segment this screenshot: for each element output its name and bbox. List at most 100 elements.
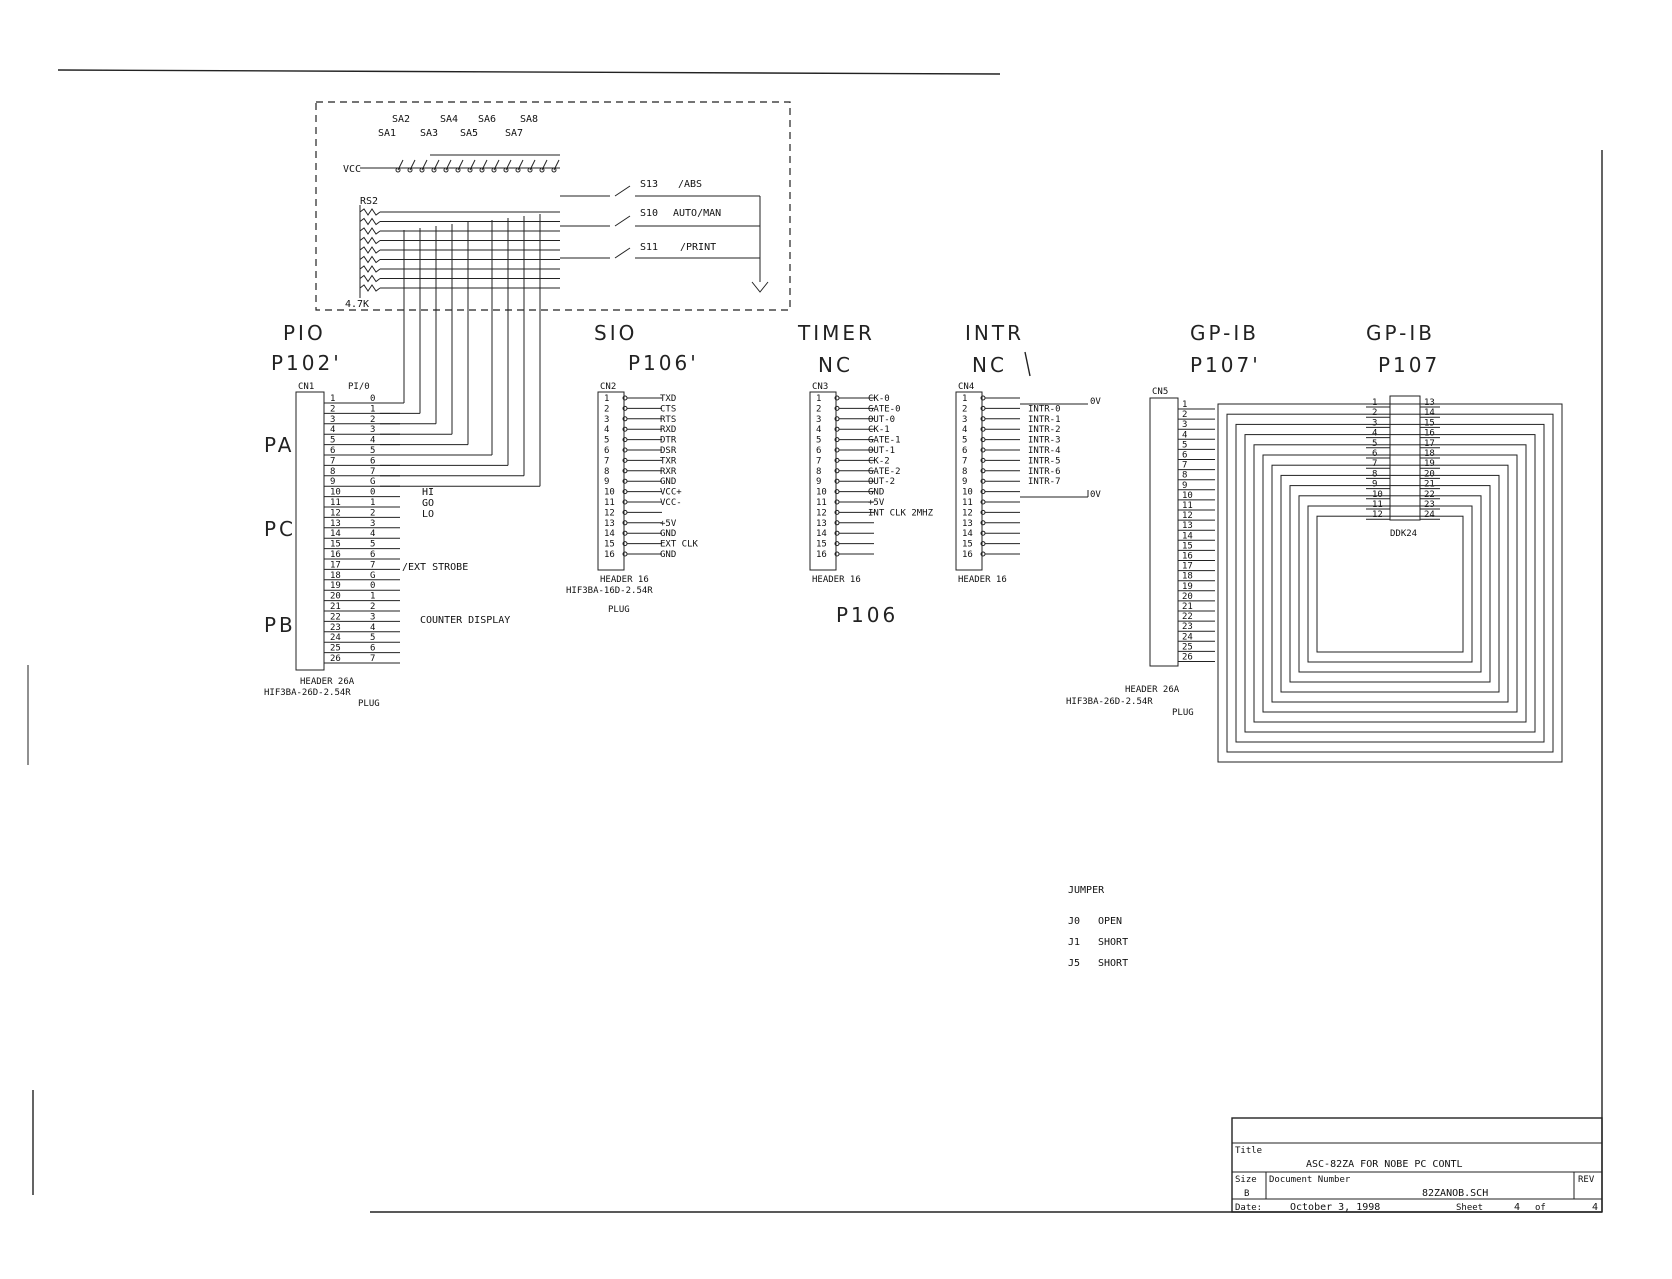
cn1-pin-bit: 4	[370, 529, 375, 539]
ddk-pin-number: 14	[1424, 408, 1435, 418]
sa-label: SA1	[378, 128, 396, 139]
ddk-pin-number: 21	[1424, 480, 1435, 490]
cn2-ref: CN2	[600, 382, 616, 392]
pio-heading: PIO	[283, 321, 326, 345]
resistor	[359, 255, 381, 264]
ov-label: 0V	[1090, 490, 1101, 500]
cn3-signal: GATE-0	[868, 404, 901, 414]
resistor	[359, 246, 381, 254]
cn5-pin-number: 10	[1182, 491, 1193, 501]
cn3-signal: OUT-0	[868, 415, 895, 425]
cn1-pin-number: 24	[330, 633, 341, 643]
cn1-footer: HEADER 26A	[300, 677, 355, 687]
ddk-pin-number: 20	[1424, 469, 1435, 479]
cn3-signal: INT CLK 2MHZ	[868, 508, 934, 518]
gpib-loop	[1271, 464, 1509, 703]
drawing-title: ASC-82ZA FOR NOBE PC CONTL	[1306, 1159, 1463, 1170]
gpib-loop	[1262, 454, 1518, 713]
cn1-pin-bit: 3	[370, 519, 375, 529]
cn2-signal: TXD	[660, 394, 676, 404]
cn5-body	[1149, 397, 1179, 667]
cn4-pin-number: 2	[962, 404, 967, 414]
docnum-value: 82ZANOB.SCH	[1422, 1188, 1488, 1199]
cn1-pin-bit: 1	[370, 404, 375, 414]
cn3-pin-number: 11	[816, 498, 827, 508]
sa-label: SA2	[392, 114, 410, 125]
cn1-pin-number: 5	[330, 436, 335, 446]
cn4-signal: INTR-3	[1028, 436, 1061, 446]
gpib-loop	[1217, 403, 1563, 763]
ddk-pin-number: 8	[1372, 469, 1377, 479]
cn3-pin-number: 12	[816, 508, 827, 518]
cn5-pin-number: 25	[1182, 642, 1193, 652]
gpib-loop	[1307, 505, 1473, 663]
cn1-pin-number: 15	[330, 540, 341, 550]
cn1-pin-number: 19	[330, 581, 341, 591]
cn5-pin-number: 24	[1182, 632, 1193, 642]
switch-lever	[614, 185, 631, 197]
group-pc: PC	[264, 517, 296, 541]
cn2-signal: DTR	[660, 436, 677, 446]
cn2-body	[597, 391, 625, 571]
cn1-pin-number: 13	[330, 519, 341, 529]
cn4-pin-number: 12	[962, 508, 973, 518]
cn3-signal: GATE-1	[868, 436, 901, 446]
ddk-pin-number: 23	[1424, 500, 1435, 510]
of-value: 4	[1592, 1202, 1598, 1213]
switch-lever	[614, 247, 631, 259]
date-label: Date:	[1235, 1203, 1262, 1213]
cn3-signal: OUT-2	[868, 477, 895, 487]
resistor	[359, 217, 381, 226]
switch-wiring	[359, 154, 769, 298]
intr-heading: INTR	[965, 321, 1024, 345]
ov-label: 0V	[1090, 397, 1101, 407]
cn2-pin-number: 10	[604, 488, 615, 498]
note-go: GO	[422, 498, 434, 509]
cn1-pin-number: 12	[330, 508, 341, 518]
cn2-signal: CTS	[660, 404, 676, 414]
ddk-pin-number: 13	[1424, 398, 1435, 408]
cn4-pin-number: 14	[962, 529, 973, 539]
cn1-pin-bit: 6	[370, 550, 375, 560]
cn5-pin-number: 2	[1182, 410, 1187, 420]
cn5-pin-number: 16	[1182, 552, 1193, 562]
cn4-signal: INTR-1	[1028, 415, 1061, 425]
ddk-pin-number: 11	[1372, 500, 1383, 510]
title-block-frame	[1231, 1117, 1603, 1213]
cn3-pin-number: 1	[816, 394, 821, 404]
cn2-signal: RTS	[660, 415, 676, 425]
gpib-port: P107	[1378, 353, 1440, 377]
cn3-pin-number: 7	[816, 456, 821, 466]
cn2-signal: GND	[660, 477, 676, 487]
cn2-footer: HEADER 16	[600, 575, 649, 585]
s11-fn: /PRINT	[680, 242, 716, 253]
cn3-pin-number: 16	[816, 550, 827, 560]
cn5-pin-number: 9	[1182, 481, 1187, 491]
cn2-pin-number: 2	[604, 404, 609, 414]
cn3-signal: GATE-2	[868, 467, 901, 477]
cn1-pin-number: 6	[330, 446, 335, 456]
sio-port: P106'	[628, 351, 699, 375]
cn2-signal: +5V	[660, 519, 677, 529]
cn2-signal: TXR	[660, 456, 677, 466]
cn1-pin-number: 2	[330, 404, 335, 414]
cn2-pin-number: 3	[604, 415, 609, 425]
jumper-id: J0	[1068, 916, 1080, 927]
nc-slash	[1024, 351, 1031, 377]
timer-port: NC	[818, 353, 853, 377]
gpib-loop	[1235, 423, 1545, 743]
cn5-connector: CN5 HEADER 26A HIF3BA-26D-2.54R PLUG	[1066, 387, 1194, 718]
cn5-pin-number: 13	[1182, 521, 1193, 531]
jumper-id: J5	[1068, 958, 1080, 969]
cn5-pin-number: 17	[1182, 562, 1193, 572]
cn5-footer: HIF3BA-26D-2.54R	[1066, 697, 1153, 707]
cn1-pin-bit: G	[370, 571, 375, 581]
cn4-pin-number: 9	[962, 477, 967, 487]
cn1-pin-number: 8	[330, 467, 335, 477]
cn1-footer: HIF3BA-26D-2.54R	[264, 688, 351, 698]
cn3-pin-number: 3	[816, 415, 821, 425]
cn4-pin-number: 3	[962, 415, 967, 425]
cn3-pin-number: 9	[816, 477, 821, 487]
cn1-body	[295, 391, 325, 671]
